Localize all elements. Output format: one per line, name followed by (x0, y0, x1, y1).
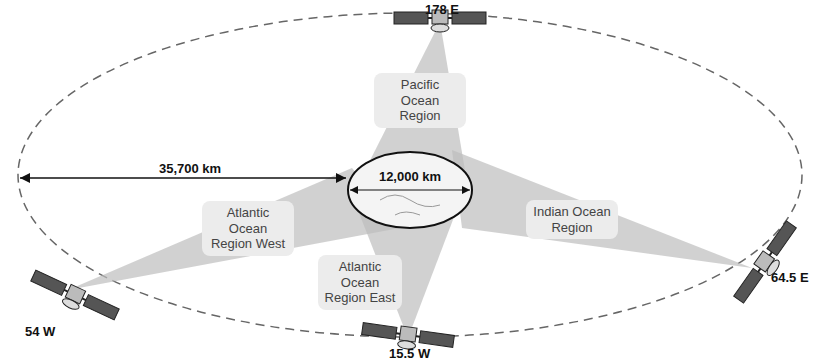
longitude-label: 64.5 E (771, 270, 809, 285)
region-name: Atlantic Ocean Region West (208, 205, 288, 252)
longitude-label: 178 E (425, 2, 459, 17)
distance-label: 35,700 km (159, 161, 221, 176)
region-name: Pacific Ocean Region (380, 77, 460, 124)
region-box: Indian Ocean Region (526, 200, 618, 239)
region-box: Atlantic Ocean Region East (318, 255, 402, 310)
longitude-label: 15.5 W (389, 346, 430, 361)
region-name: Atlantic Ocean Region East (324, 259, 396, 306)
diameter-label: 12,000 km (364, 169, 456, 184)
region-box: Pacific Ocean Region (374, 73, 466, 128)
region-box: Atlantic Ocean Region West (202, 201, 294, 256)
earth-circle: 12,000 km (360, 167, 460, 186)
longitude-label: 54 W (25, 324, 55, 339)
region-name: Indian Ocean Region (532, 204, 612, 235)
